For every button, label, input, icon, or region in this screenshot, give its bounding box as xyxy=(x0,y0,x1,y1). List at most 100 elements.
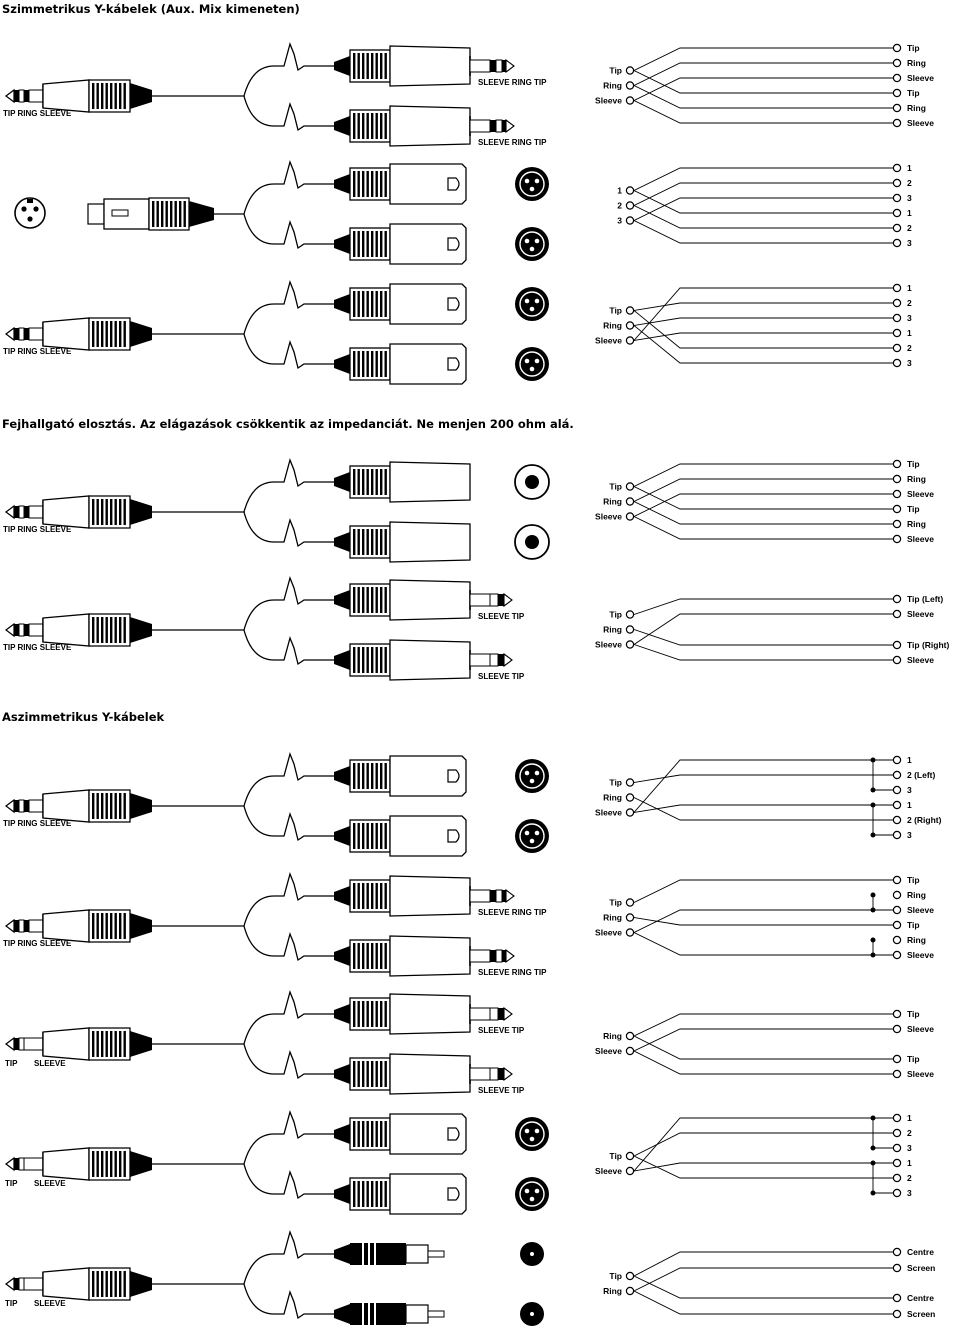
grip-rib xyxy=(362,763,365,789)
xlr-face-ring xyxy=(519,351,545,377)
cable xyxy=(243,333,334,370)
terminal-circle xyxy=(625,1166,635,1176)
grip-rib xyxy=(366,231,369,257)
grip-rib xyxy=(375,171,378,197)
grip-rib xyxy=(371,647,374,673)
plug-ring xyxy=(489,1007,499,1021)
right-terminal-label: Ring xyxy=(907,519,926,529)
plug-ring xyxy=(489,653,499,667)
xlr-face-ring xyxy=(519,291,545,317)
plug-sleeve xyxy=(469,1007,491,1021)
wire xyxy=(633,478,893,502)
left-terminal-label: Sleeve xyxy=(595,1166,622,1176)
grip-rib xyxy=(366,291,369,317)
terminal-circle xyxy=(892,489,902,499)
section-title: Szimmetrikus Y-kábelek (Aux. Mix kimenet… xyxy=(2,2,300,16)
grip-rib xyxy=(366,647,369,673)
grip-rib xyxy=(357,171,360,197)
terminal-circle xyxy=(892,1128,902,1138)
grip-rib xyxy=(375,943,378,969)
grip-rib xyxy=(371,763,374,789)
right-terminal-label: 2 xyxy=(907,223,912,233)
grip-rib xyxy=(362,647,365,673)
plug-tip xyxy=(503,1066,513,1082)
xlr-latch xyxy=(447,1187,460,1201)
right-terminal-label: 3 xyxy=(907,830,912,840)
right-terminal-label: 1 xyxy=(907,283,912,293)
grip-rib xyxy=(366,351,369,377)
plug-ring-band xyxy=(14,1278,19,1290)
plug-tip xyxy=(505,58,515,74)
wire xyxy=(633,774,893,783)
grip-rib xyxy=(101,617,104,643)
grip-rib xyxy=(123,499,126,525)
cable xyxy=(243,1043,334,1080)
jack-body xyxy=(389,579,471,621)
grip-rib xyxy=(165,201,168,227)
terminal-circle xyxy=(625,808,635,817)
grip-rib xyxy=(105,499,108,525)
out-grip xyxy=(349,287,391,321)
grip-rib xyxy=(371,113,374,139)
output-plug-label: SLEEVE TIP xyxy=(478,612,525,621)
out-strain-relief xyxy=(334,1064,350,1084)
terminal-circle xyxy=(892,950,902,960)
grip-rib xyxy=(362,943,365,969)
wire xyxy=(633,325,893,364)
wire xyxy=(633,759,893,813)
plug-ring-band xyxy=(14,800,19,812)
cable xyxy=(243,989,334,1045)
grip-rib xyxy=(380,171,383,197)
right-terminal-label: 1 xyxy=(907,1158,912,1168)
grip-rib xyxy=(114,617,117,643)
cable xyxy=(243,925,334,962)
grip-rib xyxy=(119,1151,122,1177)
out-strain-relief xyxy=(334,1304,350,1324)
grip-rib xyxy=(366,529,369,555)
terminal-circle xyxy=(892,755,902,765)
plug-sleeve xyxy=(23,1157,44,1171)
grip-rib xyxy=(96,793,99,819)
grip-rib xyxy=(92,499,95,525)
plug-ring-band xyxy=(498,594,504,606)
rca-body xyxy=(376,1243,406,1265)
terminal-circle xyxy=(892,1158,902,1168)
grip-rib xyxy=(119,499,122,525)
grip-rib xyxy=(357,823,360,849)
grip-rib xyxy=(384,1121,387,1147)
left-terminal-label: Tip xyxy=(609,1271,622,1281)
grip-rib xyxy=(380,53,383,79)
terminal-circle xyxy=(892,504,902,514)
terminal-circle xyxy=(892,1054,902,1064)
terminal-circle xyxy=(625,186,635,195)
grip-rib xyxy=(362,1061,365,1087)
right-terminal-label: 2 xyxy=(907,178,912,188)
cable xyxy=(243,751,334,807)
grip-rib xyxy=(366,883,369,909)
xlr-male-body xyxy=(389,755,467,797)
grip-rib xyxy=(375,529,378,555)
wire xyxy=(633,62,893,86)
grip-rib xyxy=(353,529,356,555)
plug-tip xyxy=(503,592,513,608)
right-terminal-label: 3 xyxy=(907,785,912,795)
grip-rib xyxy=(353,1001,356,1027)
plug-ring-band xyxy=(24,90,29,102)
plug-ring-band xyxy=(24,328,29,340)
terminal-circle xyxy=(625,216,635,225)
grip-rib xyxy=(375,1121,378,1147)
grip-rib xyxy=(362,587,365,613)
grip-rib xyxy=(357,529,360,555)
terminal-circle xyxy=(625,898,635,907)
plug-ring-band xyxy=(14,1038,19,1050)
grip-rib xyxy=(371,943,374,969)
source-plug-label: TIP xyxy=(5,1059,18,1068)
out-grip xyxy=(349,109,391,143)
plug-tip xyxy=(5,326,15,342)
grip-rib xyxy=(362,53,365,79)
plug-ring xyxy=(495,59,503,73)
rca-grip xyxy=(364,1303,368,1325)
